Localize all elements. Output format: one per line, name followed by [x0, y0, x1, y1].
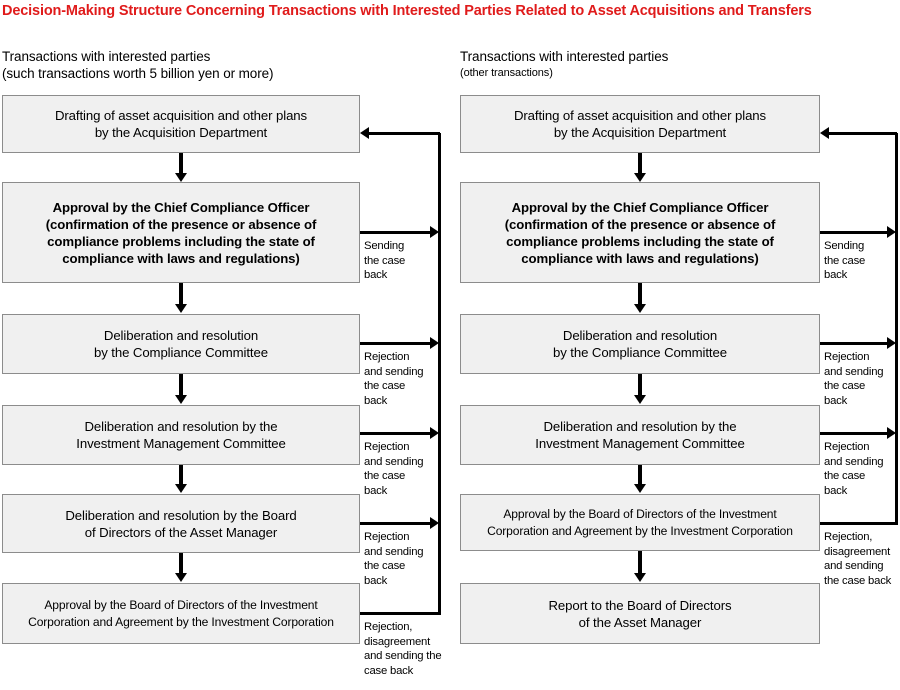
box-right-cco-approval[interactable]: Approval by the Chief Compliance Officer…	[460, 182, 820, 283]
return-arrowhead-investment-mgmt-left	[430, 427, 439, 439]
box-right-compliance-committee-label: Deliberation and resolution by the Compl…	[553, 328, 727, 360]
return-label-left-rejection-1: Rejection and sending the case back	[364, 351, 424, 407]
box-right-report-asset-manager-label: Report to the Board of Directors of the …	[548, 597, 732, 630]
box-left-investment-mgmt-label: Deliberation and resolution by the Inves…	[76, 419, 286, 451]
return-label-left-rejection-2: Rejection and sending the case back	[364, 441, 424, 497]
return-arrowhead-drafting-right	[820, 127, 829, 139]
box-left-investment-mgmt[interactable]: Deliberation and resolution by the Inves…	[2, 405, 360, 465]
return-arrowhead-asset-manager-left	[430, 517, 439, 529]
return-trunk-left	[438, 133, 441, 615]
box-right-cco-approval-label: Approval by the Chief Compliance Officer…	[504, 199, 776, 266]
box-left-compliance-committee-label: Deliberation and resolution by the Compl…	[94, 328, 268, 360]
box-right-investment-mgmt[interactable]: Deliberation and resolution by the Inves…	[460, 405, 820, 465]
box-left-cco-approval-label: Approval by the Chief Compliance Officer…	[45, 199, 317, 266]
box-right-drafting-label: Drafting of asset acquisition and other …	[513, 108, 767, 140]
return-label-right-sending-back: Sending the case back	[824, 240, 866, 281]
page-title: Decision-Making Structure Concerning Tra…	[2, 3, 812, 19]
box-left-cco-approval[interactable]: Approval by the Chief Compliance Officer…	[2, 182, 360, 283]
return-into-drafting-left	[369, 132, 440, 135]
box-left-asset-manager-board-label: Deliberation and resolution by the Board…	[65, 507, 297, 540]
return-out-cco-right	[820, 231, 887, 234]
column-heading-left-line2: (such transactions worth 5 billion yen o…	[2, 66, 274, 81]
column-heading-right-line1: Transactions with interested parties	[460, 49, 669, 64]
column-heading-right-line2: (other transactions)	[460, 67, 553, 79]
box-left-compliance-committee[interactable]: Deliberation and resolution by the Compl…	[2, 314, 360, 374]
box-left-drafting[interactable]: Drafting of asset acquisition and other …	[2, 95, 360, 153]
box-right-investment-corp[interactable]: Approval by the Board of Directors of th…	[460, 494, 820, 551]
return-label-right-rejection-1: Rejection and sending the case back	[824, 351, 884, 407]
return-out-compliance-left	[360, 342, 430, 345]
return-arrowhead-compliance-left	[430, 337, 439, 349]
box-left-drafting-label: Drafting of asset acquisition and other …	[54, 108, 308, 140]
box-right-report-asset-manager[interactable]: Report to the Board of Directors of the …	[460, 583, 820, 644]
return-label-right-rejection-disagree: Rejection, disagreement and sending the …	[824, 531, 892, 587]
return-out-compliance-right	[820, 342, 887, 345]
return-label-left-rejection-3: Rejection and sending the case back	[364, 531, 424, 587]
return-arrowhead-compliance-right	[887, 337, 896, 349]
return-out-asset-manager-left	[360, 522, 430, 525]
return-label-right-rejection-2: Rejection and sending the case back	[824, 441, 884, 497]
return-out-investment-corp-right	[820, 522, 897, 525]
return-out-cco-left	[360, 231, 430, 234]
box-right-drafting[interactable]: Drafting of asset acquisition and other …	[460, 95, 820, 153]
return-arrowhead-investment-mgmt-right	[887, 427, 896, 439]
box-left-investment-corp[interactable]: Approval by the Board of Directors of th…	[2, 583, 360, 644]
return-label-left-sending-back: Sending the case back	[364, 240, 406, 281]
return-arrowhead-drafting-left	[360, 127, 369, 139]
column-heading-left-line1: Transactions with interested parties	[2, 49, 211, 64]
return-into-drafting-right	[829, 132, 897, 135]
box-left-asset-manager-board[interactable]: Deliberation and resolution by the Board…	[2, 494, 360, 553]
return-arrowhead-cco-left	[430, 226, 439, 238]
box-right-investment-mgmt-label: Deliberation and resolution by the Inves…	[535, 419, 745, 451]
return-out-investment-mgmt-left	[360, 432, 430, 435]
return-label-left-rejection-disagree: Rejection, disagreement and sending the …	[364, 621, 442, 677]
return-out-investment-corp-left	[360, 612, 440, 615]
column-heading-right: Transactions with interested parties (ot…	[460, 48, 668, 82]
return-out-investment-mgmt-right	[820, 432, 887, 435]
box-right-investment-corp-label: Approval by the Board of Directors of th…	[487, 506, 793, 538]
box-right-compliance-committee[interactable]: Deliberation and resolution by the Compl…	[460, 314, 820, 374]
column-heading-left: Transactions with interested parties (su…	[2, 48, 274, 82]
box-left-investment-corp-label: Approval by the Board of Directors of th…	[28, 597, 334, 629]
return-arrowhead-cco-right	[887, 226, 896, 238]
return-trunk-right	[895, 133, 898, 525]
